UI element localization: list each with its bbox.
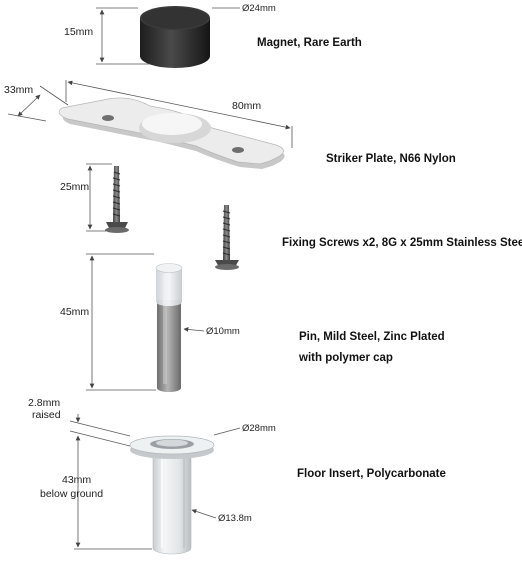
insert-raised-label-line1: 2.8mm <box>28 397 60 409</box>
plate-width-label: 33mm <box>4 84 33 96</box>
insert-flange-leader <box>213 427 241 436</box>
magnet-label: Magnet, Rare Earth <box>257 37 362 49</box>
screw-right <box>215 205 239 270</box>
insert-tube-leader <box>191 509 217 519</box>
insert-depth-label-line1: 43mm <box>62 474 91 486</box>
floor-insert-label: Floor Insert, Polycarbonate <box>297 468 446 480</box>
pin-label-line2: with polymer cap <box>298 352 393 364</box>
floor-insert <box>129 435 215 555</box>
insert-depth-dimension <box>74 435 152 550</box>
plate-width-dimension <box>7 85 69 122</box>
pin-diameter-label: Ø10mm <box>206 326 240 337</box>
magnet-height-label: 15mm <box>64 26 93 38</box>
screw-length-dimension <box>86 163 112 232</box>
insert-flange-label: Ø28mm <box>242 423 276 434</box>
insert-depth-label-line2: below ground <box>40 488 103 500</box>
insert-raised-dimension <box>69 414 131 447</box>
screw-length-label: 25mm <box>60 181 89 193</box>
pin <box>155 263 183 392</box>
pin-length-label: 45mm <box>60 306 89 318</box>
magnet <box>140 6 210 68</box>
striker-plate-label: Striker Plate, N66 Nylon <box>326 153 456 165</box>
pin-label-line1: Pin, Mild Steel, Zinc Plated <box>299 331 445 343</box>
pin-length-dimension <box>86 253 156 391</box>
plate-length-label: 80mm <box>232 100 261 112</box>
magnet-height-dimension <box>96 7 150 65</box>
screws-label: Fixing Screws x2, 8G x 25mm Stainless St… <box>282 237 522 249</box>
insert-raised-label-line2: raised <box>32 409 61 421</box>
pin-diameter-leader <box>183 327 205 332</box>
screw-left <box>105 166 129 233</box>
magnet-diameter-label: Ø24mm <box>242 3 276 14</box>
plate-length-dimension <box>65 80 293 148</box>
insert-tube-label: Ø13.8m <box>218 513 252 524</box>
